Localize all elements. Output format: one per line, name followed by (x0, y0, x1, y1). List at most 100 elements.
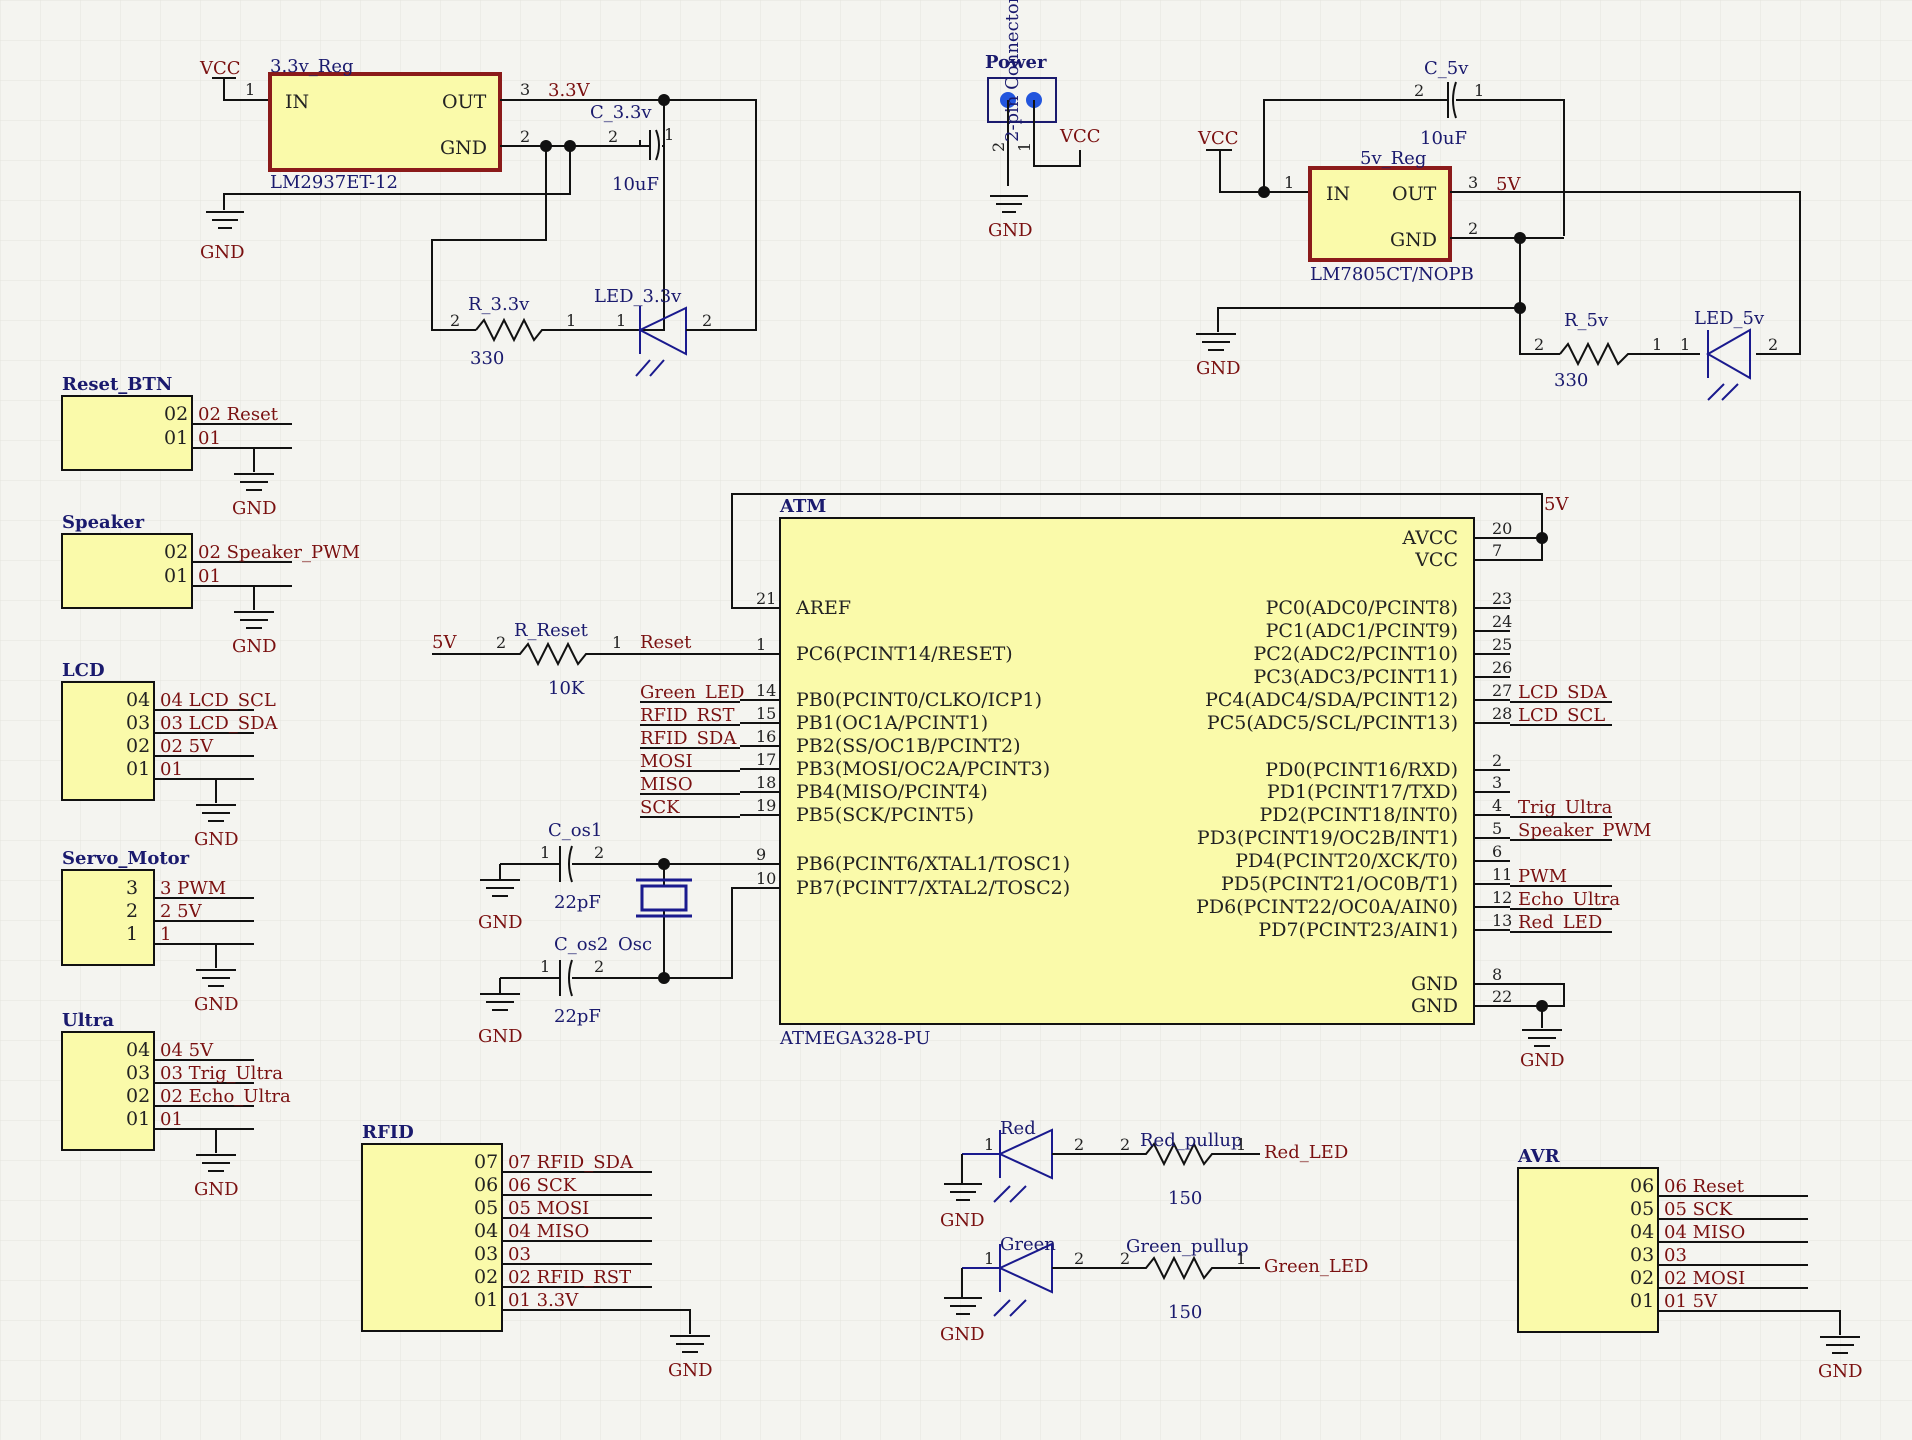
mcu-pin-num: 4 (1492, 796, 1502, 815)
header-net-label: 2 5V (160, 901, 203, 922)
header-pin-num: 04 (474, 1220, 498, 1242)
header-pin-num: 06 (474, 1174, 498, 1196)
pin-num: 2 (1468, 219, 1478, 238)
net-label: 3.3V (548, 80, 591, 101)
net-label: Green_LED (1264, 1256, 1368, 1277)
pin-num: 1 (245, 80, 255, 99)
pin-num: 1 (1236, 1249, 1246, 1268)
mcu-net-label: Speaker_PWM (1518, 820, 1651, 841)
gnd-label: GND (988, 220, 1033, 241)
r33-ref: R_3.3v (468, 294, 530, 315)
pin-num: 3 (1468, 173, 1478, 192)
mcu-net-label: RFID_SDA (640, 728, 737, 749)
mcu-pin-right[interactable]: PD1(PCINT17/TXD)3 (1267, 773, 1510, 803)
mcu-pin-left[interactable]: PB6(PCINT6/XTAL1/TOSC1)9 (740, 845, 1070, 875)
net-label: Red_LED (1264, 1142, 1348, 1163)
indicator-leds[interactable]: Red 1 2 Red_pullup 150 2 1 Red_LED GND G… (940, 1118, 1368, 1345)
pin-num: 1 (1474, 81, 1484, 100)
pin-num: 1 (1284, 173, 1294, 192)
regulator-3v3[interactable]: VCC 1 3.3v_Reg IN OUT GND LM2937ET-12 3 … (199, 56, 757, 377)
reg33-ref: 3.3v_Reg (270, 56, 354, 77)
pin-label: GND (1390, 229, 1437, 251)
header-net-label: 05 SCK (1664, 1199, 1733, 1220)
mcu-pin-right[interactable]: PD4(PCINT20/XCK/T0)6 (1235, 842, 1510, 872)
mcu-pin-name: PD6(PCINT22/OC0A/AIN0) (1196, 896, 1458, 918)
header-net-label: 04 MISO (508, 1221, 589, 1242)
gnd-label: GND (1520, 1050, 1565, 1071)
header-net-label: 02 MOSI (1664, 1268, 1745, 1289)
pin-num: 3 (520, 80, 530, 99)
header-net-label: 01 3.3V (508, 1290, 579, 1311)
pin-num: 2 (1120, 1135, 1130, 1154)
mcu-pin-num: 22 (1492, 987, 1512, 1006)
header-pin-num: 01 (126, 758, 150, 780)
r5v-ref: R_5v (1564, 310, 1609, 331)
header-ref: LCD (62, 660, 105, 681)
mcu-pin-right[interactable]: PC1(ADC1/PCINT9)24 (1266, 612, 1513, 642)
mcu-pin-name: PB1(OC1A/PCINT1) (796, 712, 988, 734)
r33-value: 330 (470, 348, 504, 369)
c5v-ref: C_5v (1424, 58, 1469, 79)
mcu-pin-left[interactable]: PB7(PCINT7/XTAL2/TOSC2)10 (740, 869, 1070, 899)
regulator-5v[interactable]: VCC 1 5v_Reg IN OUT GND LM7805CT/NOPB 3 … (1196, 58, 1801, 401)
reg5-part: LM7805CT/NOPB (1310, 264, 1474, 285)
mcu-atmega328[interactable]: ATM ATMEGA328-PU 5V GND 5V Reset R_Reset… (432, 493, 1569, 1071)
pin-num: 1 (1015, 142, 1034, 152)
header-pin-num: 01 (164, 565, 188, 587)
mcu-pin-name: PB5(SCK/PCINT5) (796, 804, 974, 826)
header-net-label: 02 RFID_RST (508, 1267, 631, 1288)
mcu-pin-num: 13 (1492, 911, 1512, 930)
header-net-label: 04 5V (160, 1040, 214, 1061)
header-net-label: 1 (160, 924, 171, 945)
power-connector[interactable]: Power 2-pin Connector 2 1 VCC GND (985, 0, 1101, 241)
mcu-pin-num: 7 (1492, 541, 1502, 560)
mcu-net-label: SCK (640, 797, 680, 818)
mcu-pin-right[interactable]: PC0(ADC0/PCINT8)23 (1266, 589, 1513, 619)
gnd-label: GND (194, 994, 239, 1015)
mcu-net-label: LCD_SDA (1518, 682, 1608, 703)
pin-num: 1 (566, 311, 576, 330)
header-net-label: 3 PWM (160, 878, 226, 899)
mcu-pin-left[interactable]: PC6(PCINT14/RESET)1 (740, 635, 1013, 665)
gnd-label: GND (940, 1324, 985, 1345)
header-pin-num: 06 (1630, 1175, 1654, 1197)
mcu-pin-right[interactable]: PC2(ADC2/PCINT10)25 (1253, 635, 1512, 665)
pin-num: 1 (664, 125, 674, 144)
vcc-label: VCC (1197, 128, 1239, 149)
cos2-ref: C_os2 (554, 934, 608, 955)
mcu-pin-right[interactable]: PC3(ADC3/PCINT11)26 (1253, 658, 1512, 688)
mcu-pin-name: PC4(ADC4/SDA/PCINT12) (1205, 689, 1458, 711)
cos1-ref: C_os1 (548, 820, 602, 841)
header-net-label: 03 Trig_Ultra (160, 1063, 283, 1084)
pin-num: 1 (1680, 335, 1690, 354)
mcu-pin-name: PB7(PCINT7/XTAL2/TOSC2) (796, 877, 1070, 899)
mcu-pin-right[interactable]: PD0(PCINT16/RXD)2 (1265, 751, 1510, 781)
gnd-label: GND (1196, 358, 1241, 379)
